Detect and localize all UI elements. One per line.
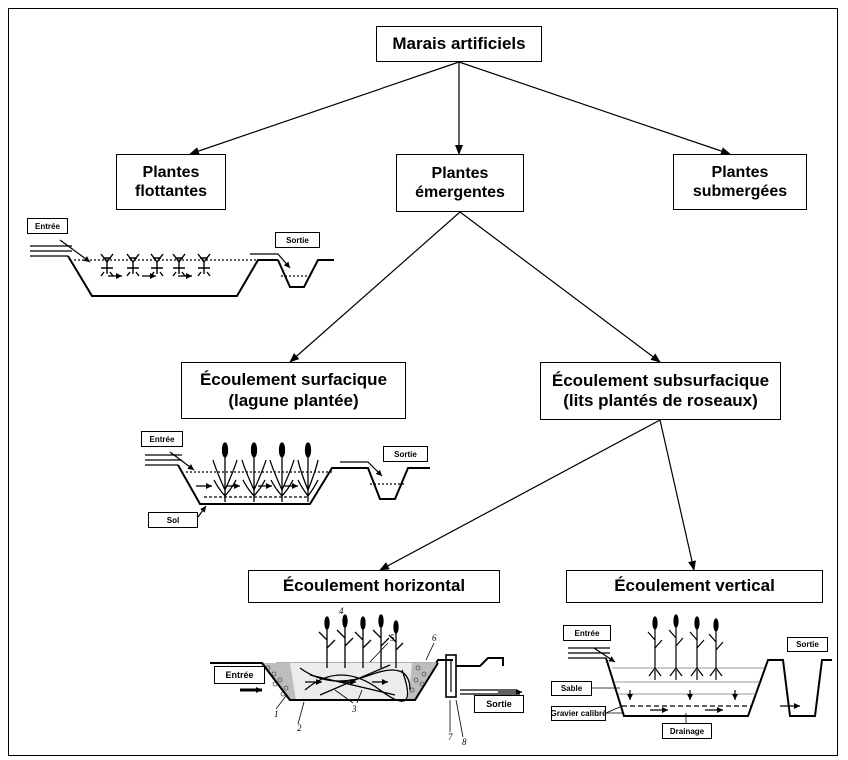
label-soil: Sol — [148, 512, 198, 528]
box-constructed-wetlands: Marais artificiels — [376, 26, 542, 62]
arrow-root-floating — [189, 61, 460, 155]
floating-plant-glyphs — [100, 253, 211, 277]
sketch-vertical-flow — [568, 614, 832, 723]
box-subsurface-flow: Écoulement subsurfacique (lits plantés d… — [540, 362, 781, 420]
box-emergent-plants: Plantes émergentes — [396, 154, 524, 212]
callout-number-1: 1 — [274, 709, 279, 719]
label-graded-gravel: Gravier calibré — [550, 706, 607, 721]
label-inlet-vertical: Entrée — [563, 625, 611, 641]
label-outlet-vertical: Sortie — [787, 637, 828, 652]
callout-number-4: 4 — [339, 606, 344, 616]
arrow-root-submerged — [458, 61, 731, 155]
label-inlet-floating: Entrée — [27, 218, 68, 234]
callout-number-2: 2 — [297, 723, 302, 733]
box-submerged-plants: Plantes submergées — [673, 154, 807, 210]
reed-glyphs-vertical — [647, 614, 724, 680]
callout-number-8: 8 — [462, 737, 467, 747]
arrow-emergent-subsurface — [459, 211, 661, 363]
label-drainage: Drainage — [662, 723, 712, 739]
box-floating-plants: Plantes flottantes — [116, 154, 226, 210]
label-outlet-floating: Sortie — [275, 232, 320, 248]
arrow-subsurface-horizontal — [379, 419, 661, 571]
outer-frame — [8, 8, 838, 756]
label-inlet-surface: Entrée — [141, 431, 183, 447]
label-outlet-surface: Sortie — [383, 446, 428, 462]
sketch-floating-plants — [30, 239, 334, 297]
box-horizontal-flow: Écoulement horizontal — [248, 570, 500, 603]
callout-number-7: 7 — [448, 732, 453, 742]
label-outlet-horizontal: Sortie — [474, 695, 524, 713]
label-sand: Sable — [551, 681, 592, 696]
reed-glyphs-surface — [212, 442, 319, 502]
callout-number-6: 6 — [432, 633, 437, 643]
arrow-subsurface-vertical — [659, 419, 696, 571]
label-inlet-horizontal: Entrée — [214, 666, 265, 684]
box-vertical-flow: Écoulement vertical — [566, 570, 823, 603]
tree-connectors — [189, 61, 731, 571]
sketch-horizontal-flow: 1 2 3 4 5 6 7 8 — [210, 606, 522, 747]
callout-number-3: 3 — [351, 704, 357, 714]
arrow-emergent-surface — [289, 211, 461, 363]
reed-glyphs-horizontal — [318, 614, 404, 668]
sketch-surface-flow — [145, 442, 430, 518]
callout-number-5: 5 — [390, 633, 395, 643]
box-surface-flow: Écoulement surfacique (lagune plantée) — [181, 362, 406, 419]
